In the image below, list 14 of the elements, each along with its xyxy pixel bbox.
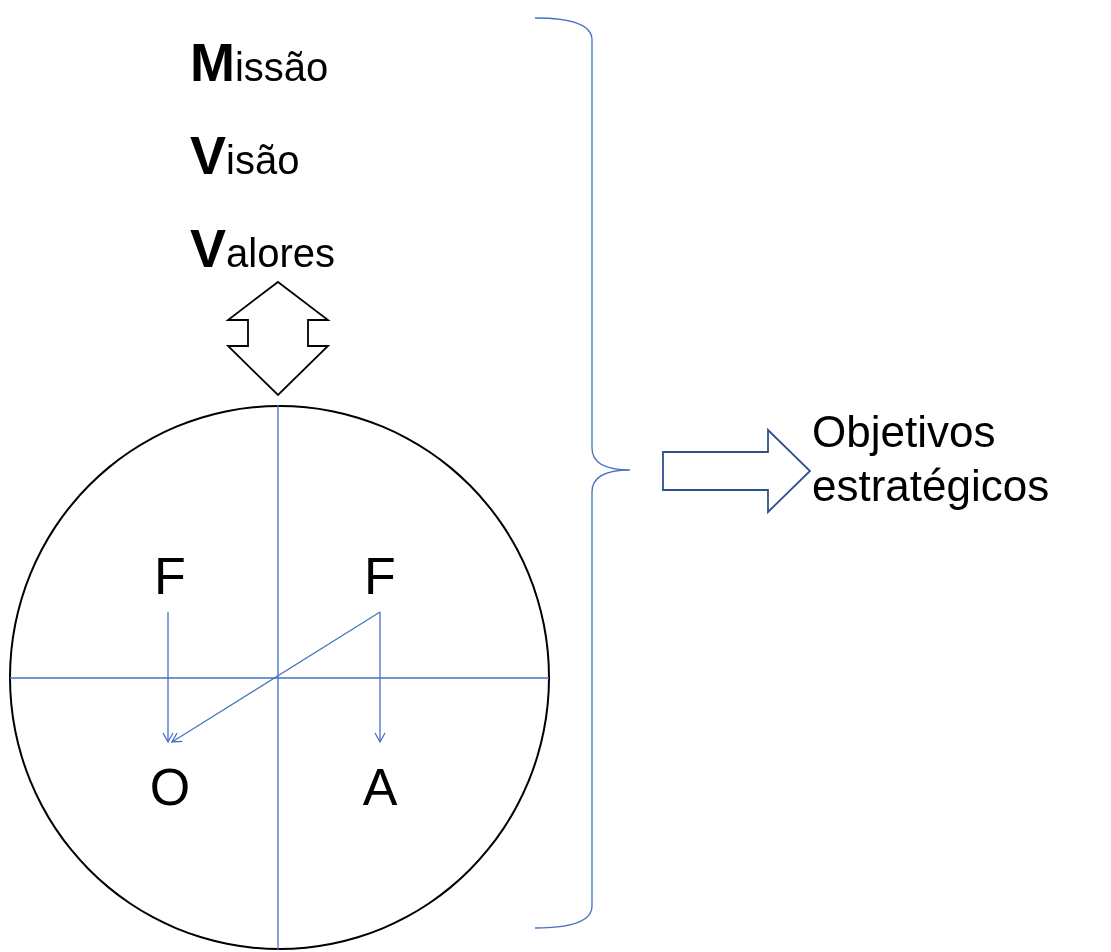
block-arrow [662,427,812,515]
quadrant-letter: O [140,742,200,832]
objectives-label: Objetivos estratégicos [812,405,1111,523]
circle [9,405,550,950]
value-heading: Missão [190,31,330,94]
value-heading: Visão [190,124,301,187]
quadrant-letter: F [140,540,200,612]
arrow [171,611,381,743]
quadrant-letter: A [350,742,410,832]
quadrant-letter: F [350,540,410,612]
arrow [162,611,174,743]
double-block-arrow [225,280,331,397]
value-heading: Valores [190,217,336,280]
arrow [374,611,386,743]
